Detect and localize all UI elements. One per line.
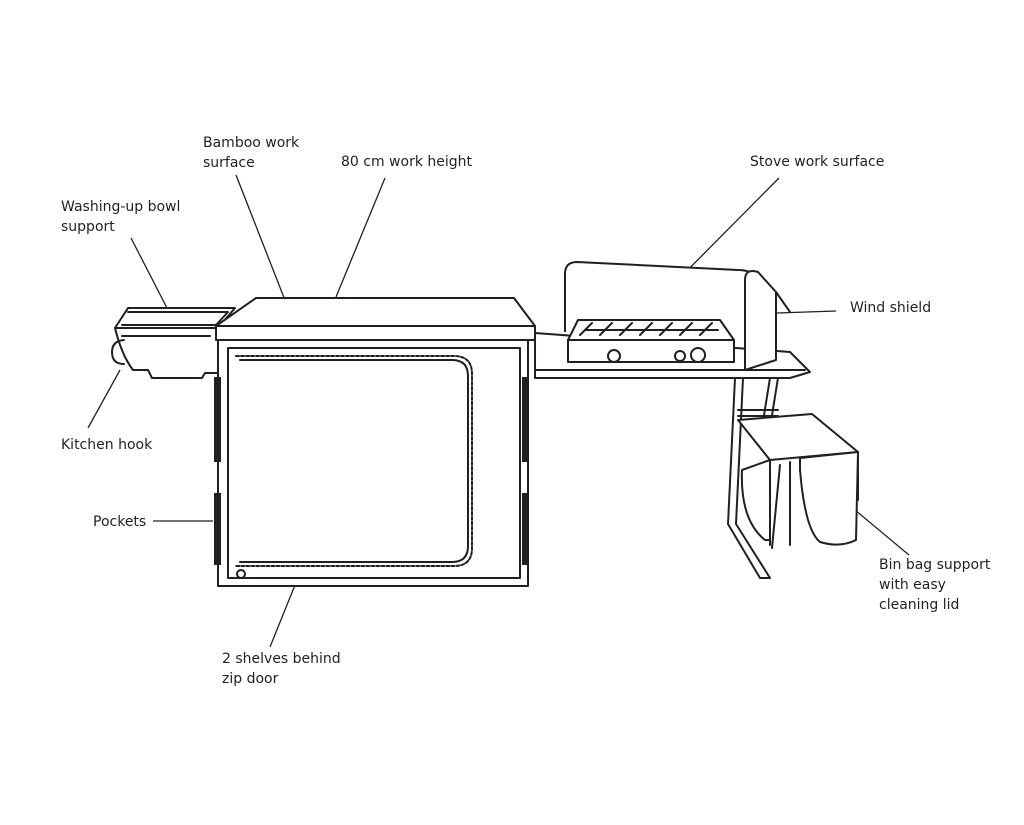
main-cabinet	[214, 297, 536, 587]
leader-washing-up-bowl	[130, 237, 168, 309]
right-pocket-top	[522, 377, 529, 462]
washing-up-bowl	[111, 307, 236, 379]
bin-bag-label-line-1: Bin bag support	[879, 557, 991, 573]
zip-door-label-line-1: 2 shelves behind	[222, 651, 341, 667]
zip-door-label-line-2: zip door	[222, 671, 279, 687]
leader-kitchen-hook	[87, 369, 121, 429]
work-height-label: 80 cm work height	[341, 154, 473, 170]
pockets-label: Pockets	[93, 514, 147, 530]
washing-up-label-line-1: Washing-up bowl	[61, 199, 181, 215]
wind-shield-label: Wind shield	[850, 300, 932, 316]
right-pocket-bottom	[522, 493, 529, 565]
left-pocket-top	[214, 377, 221, 462]
bin-bag-support-label: Bin bag support with easy cleaning lid	[879, 555, 990, 615]
bamboo-label-line-1: Bamboo work	[203, 135, 300, 151]
left-pocket-bottom	[214, 493, 221, 565]
bamboo-work-surface-label: Bamboo work surface	[203, 133, 299, 173]
leader-work-height	[335, 177, 386, 298]
bin-bag-label-line-3: cleaning lid	[879, 597, 960, 613]
washing-up-label-line-2: support	[61, 219, 115, 235]
washing-up-bowl-support-label: Washing-up bowl support	[61, 197, 180, 237]
leader-bamboo-work-surface	[235, 174, 291, 314]
stove-work-surface-label: Stove work surface	[750, 154, 885, 170]
bin-bag-label-line-2: with easy	[879, 577, 946, 593]
kitchen-hook-label: Kitchen hook	[61, 437, 153, 453]
zip-door-shelves-label: 2 shelves behind zip door	[222, 649, 341, 689]
bamboo-label-line-2: surface	[203, 155, 255, 171]
leader-wind-shield	[776, 310, 837, 314]
stove-table	[534, 261, 859, 579]
kitchen-hook-icon	[111, 339, 125, 365]
